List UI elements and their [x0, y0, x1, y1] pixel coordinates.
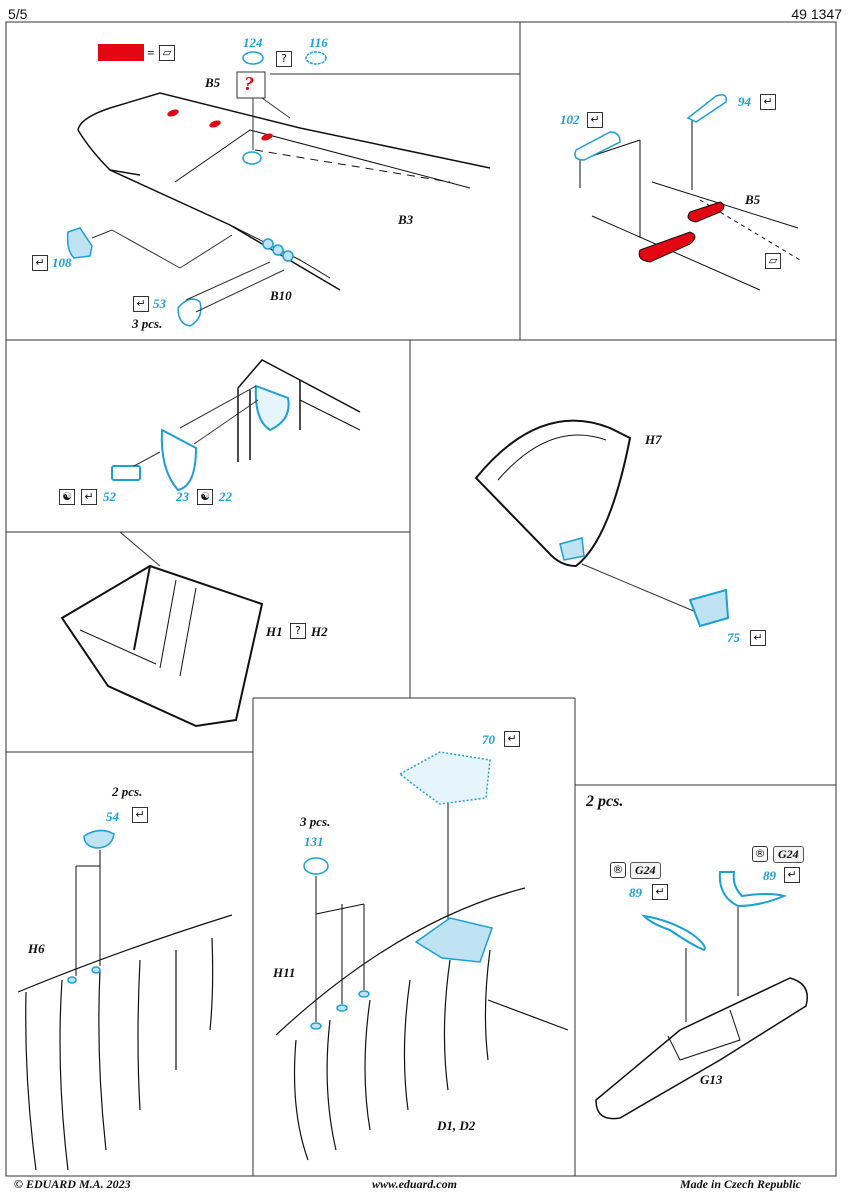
part-89-b: 89	[763, 868, 776, 883]
page-number: 5/5	[8, 6, 28, 22]
fold-icon: ↵	[32, 255, 48, 271]
question-icon: ?	[290, 623, 306, 639]
part-53: 53	[153, 296, 166, 311]
label-h2: H2	[311, 624, 328, 639]
footer-copyright: © EDUARD M.A. 2023	[14, 1177, 131, 1191]
part-54: 54	[106, 809, 119, 824]
panel2-blue-parts	[574, 94, 728, 161]
label-b5: B5	[205, 75, 221, 90]
rotate-icon: ®	[610, 862, 626, 878]
fold-icon: ↵	[132, 807, 148, 823]
part-108: 108	[52, 255, 72, 270]
fold-icon: ↵	[133, 296, 149, 312]
legend-equals: =	[147, 45, 155, 60]
fold-icon: ↵	[784, 867, 800, 883]
label-g13: G13	[700, 1072, 723, 1087]
part-70: 70	[482, 732, 495, 747]
paint-icon: ▱	[765, 253, 781, 269]
rotate-icon: ®	[752, 846, 768, 862]
part-89-a: 89	[629, 885, 642, 900]
paint-icon: ▱	[159, 45, 175, 61]
part-22: 22	[219, 489, 232, 504]
ref-g24-a: G24	[630, 862, 661, 879]
part-124: 124	[243, 35, 263, 50]
label-b5-detail: B5	[745, 192, 761, 207]
part-94: 94	[738, 94, 751, 109]
kit-code: 49 1347	[791, 6, 842, 22]
frame-blue-parts	[111, 384, 290, 492]
wing-drawing	[77, 92, 491, 291]
fold-icon: ↵	[504, 731, 520, 747]
fold-icon: ↵	[652, 884, 668, 900]
label-h6: H6	[28, 941, 45, 956]
yinyang-icon: ☯	[197, 489, 213, 505]
part-23: 23	[176, 489, 189, 504]
fold-icon: ↵	[760, 94, 776, 110]
label-d1-d2: D1, D2	[437, 1118, 476, 1133]
panel2-red-parts	[638, 201, 725, 263]
label-b10: B10	[270, 288, 292, 303]
label-2pcs-h6: 2 pcs.	[112, 784, 143, 799]
h1-drawing	[60, 564, 264, 728]
part-75: 75	[727, 630, 740, 645]
label-b3: B3	[398, 212, 414, 227]
wing-red-parts	[167, 109, 273, 141]
label-3pcs: 3 pcs.	[132, 316, 163, 331]
h6-blue	[67, 829, 115, 984]
question-icon: ?	[276, 51, 292, 67]
label-h7: H7	[645, 432, 662, 447]
h7-leader	[581, 563, 697, 613]
question-box-large	[236, 71, 266, 99]
label-h1: H1	[266, 624, 283, 639]
question-icon-large: ?	[244, 73, 254, 95]
red-swatch	[98, 44, 144, 61]
wing-blue-parts	[66, 51, 327, 327]
label-h11: H11	[273, 965, 296, 980]
wing-leader-lines	[91, 97, 291, 313]
h7-blue-inner	[559, 537, 585, 561]
part-116: 116	[309, 35, 328, 50]
ref-g24-b: G24	[773, 846, 804, 863]
h6-drawing	[17, 850, 233, 1171]
frame-drawing	[237, 359, 361, 462]
fold-icon: ↵	[750, 630, 766, 646]
panel-grid	[5, 21, 837, 1177]
footer-website: www.eduard.com	[372, 1177, 457, 1191]
fold-icon: ↵	[81, 489, 97, 505]
yinyang-icon: ☯	[59, 489, 75, 505]
part-102: 102	[560, 112, 580, 127]
label-2pcs-g13: 2 pcs.	[586, 793, 624, 810]
g13-blue	[641, 871, 788, 952]
part-131: 131	[304, 834, 324, 849]
h11-blue	[303, 751, 493, 1030]
h7-drawing	[474, 419, 632, 568]
part-75	[688, 588, 730, 628]
h11-drawing	[275, 798, 569, 1161]
label-3pcs-h11: 3 pcs.	[300, 814, 331, 829]
g13-drawing	[595, 906, 808, 1120]
part-52: 52	[103, 489, 116, 504]
footer-origin: Made in Czech Republic	[680, 1177, 802, 1191]
frame-leaders	[133, 385, 259, 467]
fold-icon: ↵	[587, 112, 603, 128]
